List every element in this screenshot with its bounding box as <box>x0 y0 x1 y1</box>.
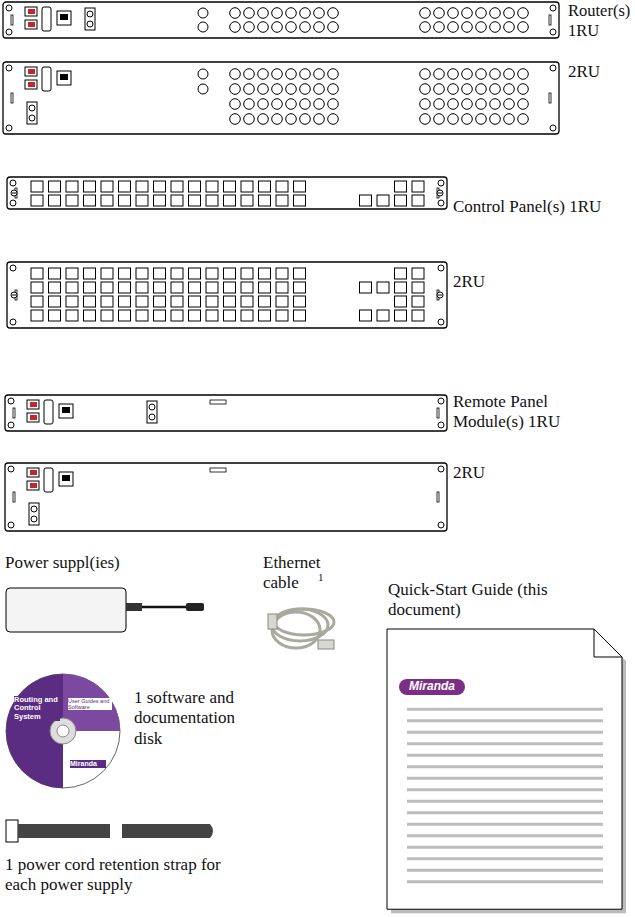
remote-unit <box>5 395 447 431</box>
retention-strap <box>6 820 213 842</box>
part-label: 1 software and documentation disk <box>134 688 264 749</box>
part-label: Power suppl(ies) <box>5 553 165 573</box>
document-page <box>385 627 630 915</box>
panel-unit <box>7 262 447 328</box>
ethernet-cable <box>268 609 334 649</box>
part-label: 2RU <box>453 272 513 292</box>
part-label: 2RU <box>453 463 513 483</box>
part-label: 1 power cord retention strap for each po… <box>5 855 255 896</box>
panel-unit <box>7 177 447 209</box>
brand-logo: Miranda <box>70 760 106 768</box>
part-label: Remote Panel Module(s) 1RU <box>453 392 583 433</box>
software-disk: Routing and Control System User Guides an… <box>4 672 122 790</box>
quick-start-guide: Quick-Start Guide (this document) Miranda <box>385 580 630 915</box>
remote-unit <box>5 463 447 531</box>
part-label: Control Panel(s) 1RU <box>453 197 633 217</box>
document-heading: Quick-Start Guide (this document) <box>388 580 548 621</box>
part-label: 2RU <box>568 62 628 82</box>
disk-shape <box>4 672 122 790</box>
part-label: Ethernet cable <box>263 553 343 594</box>
power-supply <box>6 588 204 632</box>
disk-title: Routing and Control System <box>14 696 60 721</box>
footnote-number: 1 <box>318 571 330 584</box>
part-label: Router(s) 1RU <box>568 1 634 41</box>
disk-title: User Guides and Software <box>68 698 112 710</box>
router-unit <box>3 62 559 134</box>
brand-logo: Miranda <box>399 679 465 695</box>
router-unit <box>3 2 559 38</box>
